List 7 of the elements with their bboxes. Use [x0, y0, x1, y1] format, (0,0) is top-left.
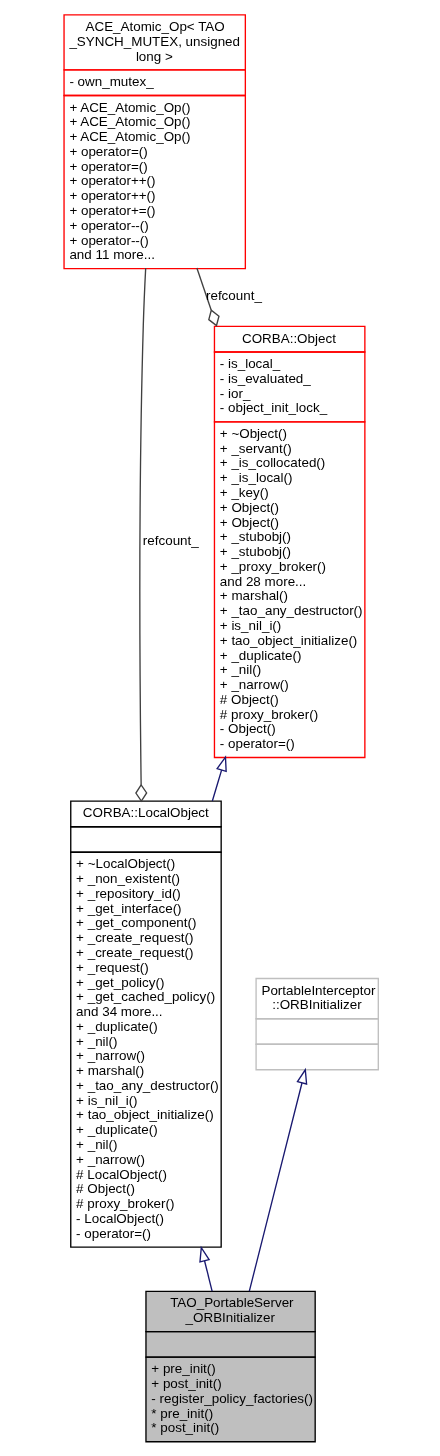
connector: [195, 267, 220, 327]
edge-label: refcount_: [205, 288, 262, 304]
connector: [134, 267, 147, 803]
arrow: [198, 1245, 213, 1292]
edge-label: refcount_: [142, 532, 199, 548]
arrow: [211, 755, 227, 802]
arrow: [248, 1067, 307, 1292]
